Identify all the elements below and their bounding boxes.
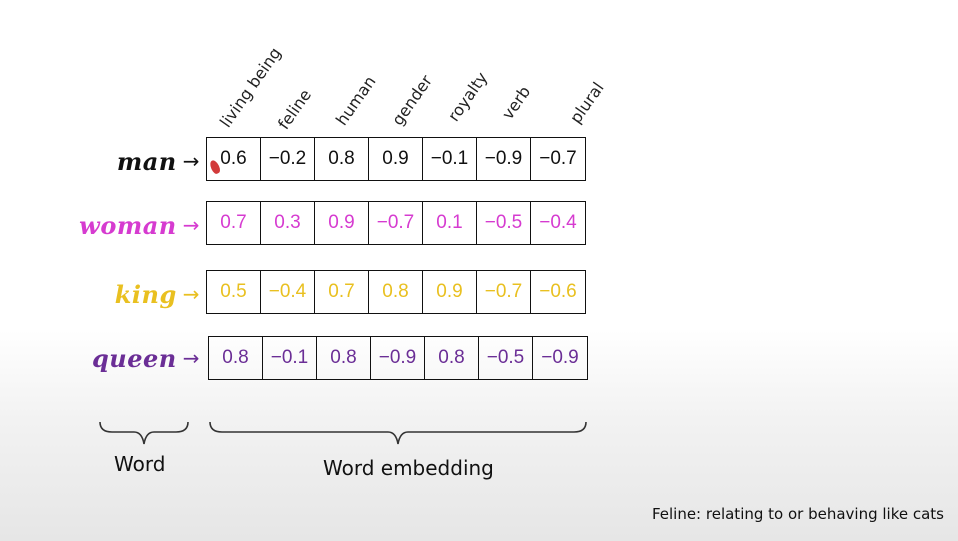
embedding-cell: 0.8: [315, 138, 369, 180]
embedding-brace: [209, 421, 587, 445]
embedding-cell: −0.4: [539, 212, 577, 233]
column-header-royalty: royalty: [444, 68, 492, 125]
embedding-cell: −0.9: [371, 337, 425, 379]
word-label-king: king→: [20, 271, 200, 317]
word-text: king: [114, 279, 177, 309]
footnote: Feline: relating to or behaving like cat…: [651, 505, 944, 523]
column-header-human: human: [332, 72, 380, 129]
embedding-cell: 0.3: [261, 202, 315, 244]
embedding-row-woman: 0.7 0.3 0.9 −0.7 0.1 −0.5 −0.4: [206, 201, 586, 245]
embedding-cell: −0.5: [477, 202, 531, 244]
word-brace: [99, 421, 189, 445]
embedding-cell: 0.7: [207, 202, 261, 244]
embedding-cell: −0.1: [423, 138, 477, 180]
embedding-cell: −0.4: [261, 271, 315, 313]
column-header-gender: gender: [388, 71, 437, 129]
word-brace-label: Word: [114, 452, 166, 476]
column-header-plural: plural: [566, 78, 608, 127]
arrow-icon: →: [182, 149, 200, 173]
embedding-cell: 0.5: [207, 271, 261, 313]
word-text: queen: [92, 343, 177, 373]
embedding-cell: 0.9: [315, 202, 369, 244]
word-text: man: [116, 146, 177, 176]
column-header-verb: verb: [498, 82, 535, 123]
embedding-cell: −0.7: [477, 271, 531, 313]
arrow-icon: →: [182, 346, 200, 370]
word-label-queen: queen→: [20, 335, 200, 381]
embedding-cell: 0.7: [315, 271, 369, 313]
embedding-cell: −0.5: [479, 337, 533, 379]
embedding-row-queen: 0.8 −0.1 0.8 −0.9 0.8 −0.5 −0.9: [208, 336, 588, 380]
embedding-cell: 0.8: [369, 271, 423, 313]
word-text: woman: [79, 210, 177, 240]
word-label-woman: woman→: [20, 202, 200, 248]
embedding-row-man: 0.6 −0.2 0.8 0.9 −0.1 −0.9 −0.7: [206, 137, 586, 181]
embedding-cell: 0.8: [209, 337, 263, 379]
column-header-feline: feline: [274, 85, 316, 133]
embedding-cell: 0.9: [369, 138, 423, 180]
embedding-cell: −0.7: [539, 148, 577, 169]
embedding-cell: −0.9: [541, 347, 579, 368]
arrow-icon: →: [182, 282, 200, 306]
embedding-cell: 0.6: [207, 138, 261, 180]
embedding-cell: 0.8: [425, 337, 479, 379]
arrow-icon: →: [182, 213, 200, 237]
embedding-cell: −0.6: [539, 281, 577, 302]
embedding-cell: −0.9: [477, 138, 531, 180]
embedding-brace-label: Word embedding: [323, 456, 494, 480]
embedding-row-king: 0.5 −0.4 0.7 0.8 0.9 −0.7 −0.6: [206, 270, 586, 314]
column-header-living-being: living being: [216, 43, 285, 131]
word-label-man: man→: [20, 138, 200, 184]
embedding-cell: −0.7: [369, 202, 423, 244]
embedding-cell: 0.1: [423, 202, 477, 244]
embedding-cell: 0.8: [317, 337, 371, 379]
embedding-cell: 0.9: [423, 271, 477, 313]
embedding-cell: −0.1: [263, 337, 317, 379]
embedding-cell: −0.2: [261, 138, 315, 180]
